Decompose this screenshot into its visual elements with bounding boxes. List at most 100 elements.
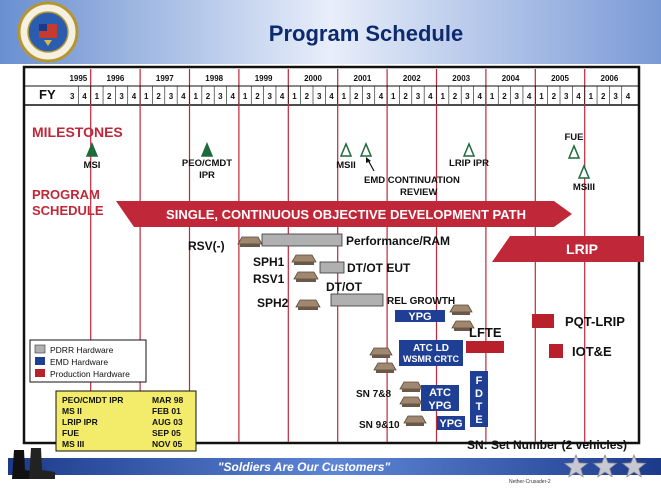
dt-ot-label: DT/OT xyxy=(326,280,363,294)
legend-label-pdrr: PDRR Hardware xyxy=(50,345,114,355)
fdte-letter: T xyxy=(476,401,483,413)
milestone-triangle xyxy=(339,142,353,157)
sn-7-8-label: SN 7&8 xyxy=(356,389,391,400)
army-seal-icon xyxy=(17,1,79,63)
ypg-label-3: YPG xyxy=(439,418,462,430)
milestone-triangle xyxy=(85,142,99,157)
quarter-label: 4 xyxy=(626,92,631,101)
rsv-minus-activity: RSV(-) Performance/RAM xyxy=(188,233,450,253)
quarter-label: 2 xyxy=(502,92,507,101)
header-banner xyxy=(0,0,661,64)
quarter-label: 1 xyxy=(440,92,445,101)
quarter-label: 1 xyxy=(539,92,544,101)
performance-ram-bar xyxy=(261,233,343,247)
dt-ot-eut-bar xyxy=(319,261,345,274)
footer-slogan: "Soldiers Are Our Customers" xyxy=(218,460,391,474)
milestone-triangle xyxy=(462,142,476,157)
dates-event: FUE xyxy=(62,428,79,438)
atc-label-2: ATC xyxy=(429,387,451,399)
objective-path-label: SINGLE, CONTINUOUS OBJECTIVE DEVELOPMENT… xyxy=(166,207,526,222)
dates-date: NOV 05 xyxy=(152,439,183,449)
legend-swatch-pdrr xyxy=(34,344,46,354)
ypg-label-1: YPG xyxy=(408,311,431,323)
milestone-triangle xyxy=(577,164,591,179)
rel-growth-bar xyxy=(330,293,384,307)
sn-9-10-label: SN 9&10 xyxy=(359,420,400,431)
pqt-lrip-bar xyxy=(532,314,554,328)
quarter-label: 2 xyxy=(403,92,408,101)
year-label: 2001 xyxy=(354,74,372,83)
quarter-label: 4 xyxy=(576,92,581,101)
atc-ypg-box xyxy=(421,385,459,411)
star-icon xyxy=(563,453,589,478)
ypg-label-2: YPG xyxy=(428,400,451,412)
quarter-label: 4 xyxy=(280,92,285,101)
vehicle-icon xyxy=(237,236,263,247)
quarter-label: 3 xyxy=(317,92,322,101)
vehicle-icon xyxy=(373,362,397,373)
fy-label: FY xyxy=(39,87,56,102)
quarter-label: 1 xyxy=(193,92,198,101)
quarter-label: 2 xyxy=(354,92,359,101)
rsv-minus-label: RSV(-) xyxy=(188,239,225,253)
milestone-label: PEO/CMDT xyxy=(182,158,232,169)
milestone-label: EMD CONTINUATION xyxy=(364,175,460,186)
legend-swatch-production xyxy=(35,369,45,377)
ypg-bar-3 xyxy=(437,416,465,430)
vehicle-icon xyxy=(369,347,393,358)
milestone-triangle xyxy=(200,142,214,157)
iote-label: IOT&E xyxy=(572,344,612,359)
atc-ld-wsmr-crtc-box xyxy=(399,340,463,366)
vehicle-icon xyxy=(295,299,321,310)
sph1-label: SPH1 xyxy=(253,255,285,269)
rel-growth-label: REL GROWTH xyxy=(387,296,455,307)
timeline-grid xyxy=(24,69,639,442)
legend-swatch-emd xyxy=(35,357,45,365)
quarter-label: 1 xyxy=(342,92,347,101)
quarter-label: 1 xyxy=(391,92,396,101)
quarter-label: 2 xyxy=(255,92,260,101)
quarter-label: 3 xyxy=(465,92,470,101)
quarter-label: 1 xyxy=(95,92,100,101)
quarter-label: 3 xyxy=(268,92,273,101)
pqt-lrip-label: PQT-LRIP xyxy=(565,314,625,329)
lrip-label: LRIP xyxy=(566,241,598,257)
lfte-label: LFTE xyxy=(469,325,502,340)
year-label: 1997 xyxy=(156,74,174,83)
quarter-label: 1 xyxy=(490,92,495,101)
quarter-label: 3 xyxy=(515,92,520,101)
milestone-label: REVIEW xyxy=(400,187,438,198)
year-label: 1995 xyxy=(69,74,87,83)
dates-date: MAR 98 xyxy=(152,395,183,405)
dates-event: LRIP IPR xyxy=(62,417,98,427)
quarter-label: 3 xyxy=(218,92,223,101)
year-label: 2002 xyxy=(403,74,421,83)
quarter-label: 4 xyxy=(477,92,482,101)
quarter-label: 3 xyxy=(169,92,174,101)
year-label: 2000 xyxy=(304,74,322,83)
quarter-label: 2 xyxy=(206,92,211,101)
quarter-label: 4 xyxy=(132,92,137,101)
fdte-bar xyxy=(470,371,488,427)
quarter-label: 2 xyxy=(107,92,112,101)
performance-ram-label: Performance/RAM xyxy=(346,234,450,248)
sph2-label: SPH2 xyxy=(257,296,289,310)
quarter-label: 2 xyxy=(305,92,310,101)
hardware-legend: PDRR Hardware EMD Hardware Production Ha… xyxy=(29,339,147,383)
footer-credit: Nether-Crusader-2 xyxy=(509,479,551,485)
vehicle-icon xyxy=(403,415,427,426)
milestone-label: MSIII xyxy=(573,182,595,193)
quarter-label: 3 xyxy=(119,92,124,101)
quarter-label: 4 xyxy=(428,92,433,101)
dates-event: MS II xyxy=(62,406,82,416)
iote-bar xyxy=(549,344,563,358)
vehicle-icon xyxy=(399,381,423,392)
dates-event: MS III xyxy=(62,439,84,449)
legend-label-production: Production Hardware xyxy=(50,369,130,379)
vehicle-icon xyxy=(293,271,319,282)
